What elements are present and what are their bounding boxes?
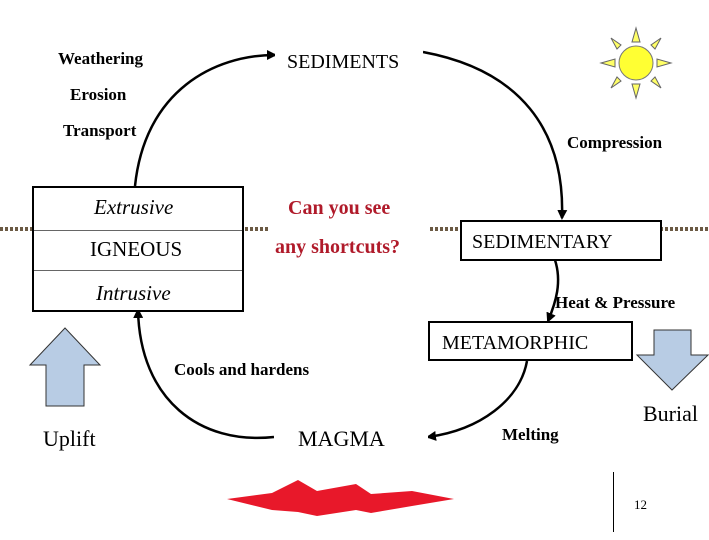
footer-rule	[613, 472, 614, 532]
uplift-label: Uplift	[43, 426, 96, 451]
compression-label: Compression	[567, 133, 663, 152]
sedimentary-node: SEDIMENTARY	[460, 220, 662, 261]
down-arrow-icon	[635, 329, 709, 391]
cools-hardens-label: Cools and hardens	[174, 360, 310, 379]
arrow-sedimentary-to-metamorphic	[546, 259, 560, 323]
up-arrow-icon	[28, 327, 102, 407]
arrow-transport-to-sediments	[133, 50, 277, 187]
erosion-label: Erosion	[70, 85, 127, 104]
heat-pressure-label: Heat & Pressure	[555, 293, 676, 312]
igneous-divider-bottom	[34, 270, 242, 271]
question-line-1: Can you see	[288, 197, 391, 219]
transport-label: Transport	[63, 121, 137, 140]
arrow-sediments-to-sedimentary	[422, 50, 568, 220]
igneous-node: Extrusive IGNEOUS Intrusive	[32, 186, 244, 312]
magma-label: MAGMA	[298, 426, 385, 451]
metamorphic-label: METAMORPHIC	[442, 332, 589, 354]
page-number: 12	[634, 497, 647, 512]
burial-label: Burial	[643, 401, 698, 426]
igneous-label: IGNEOUS	[90, 237, 183, 261]
burst-icon	[227, 480, 454, 516]
intrusive-label: Intrusive	[96, 281, 171, 305]
weathering-label: Weathering	[58, 49, 143, 68]
sediments-node: SEDIMENTS	[275, 35, 423, 85]
igneous-divider-top	[34, 230, 242, 231]
metamorphic-node: METAMORPHIC	[428, 321, 633, 361]
arrow-metamorphic-to-magma	[426, 360, 529, 441]
sediments-label: SEDIMENTS	[287, 51, 400, 73]
magma-node: MAGMA	[274, 410, 428, 464]
arrow-magma-to-igneous	[133, 308, 275, 440]
question-callout: Can you see any shortcuts?	[270, 190, 428, 268]
question-line-2: any shortcuts?	[275, 236, 401, 258]
sun-icon	[599, 26, 673, 100]
sedimentary-label: SEDIMENTARY	[472, 231, 613, 253]
extrusive-label: Extrusive	[94, 195, 174, 219]
melting-label: Melting	[502, 425, 559, 444]
